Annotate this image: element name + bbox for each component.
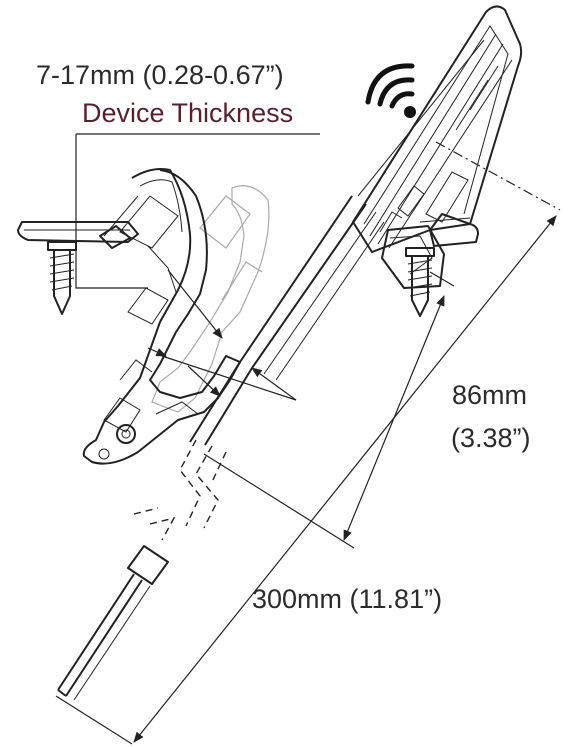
screw-icon [47,241,77,315]
left-wall-clip [17,221,139,249]
wall-bracket [381,217,479,289]
screw-icon [405,247,435,317]
height-dimension [203,141,561,549]
thickness-range-label: 7-17mm (0.28-0.67”) [36,60,284,90]
length-dimension [55,215,557,745]
cable [57,545,169,701]
mounting-rail [189,195,385,446]
device-thickness-title: Device Thickness [82,98,294,128]
wireless-signal-icon [365,63,416,118]
cable-length-label: 300mm (11.81”) [252,584,443,614]
height-inch-label: (3.38”) [451,423,531,453]
thickness-dimension [75,133,320,401]
clamp-arm [82,168,241,465]
cable-break [133,439,227,541]
height-mm-label: 86mm [452,380,528,410]
clamp-arm-ghost [151,185,270,413]
device-panel [352,5,523,253]
